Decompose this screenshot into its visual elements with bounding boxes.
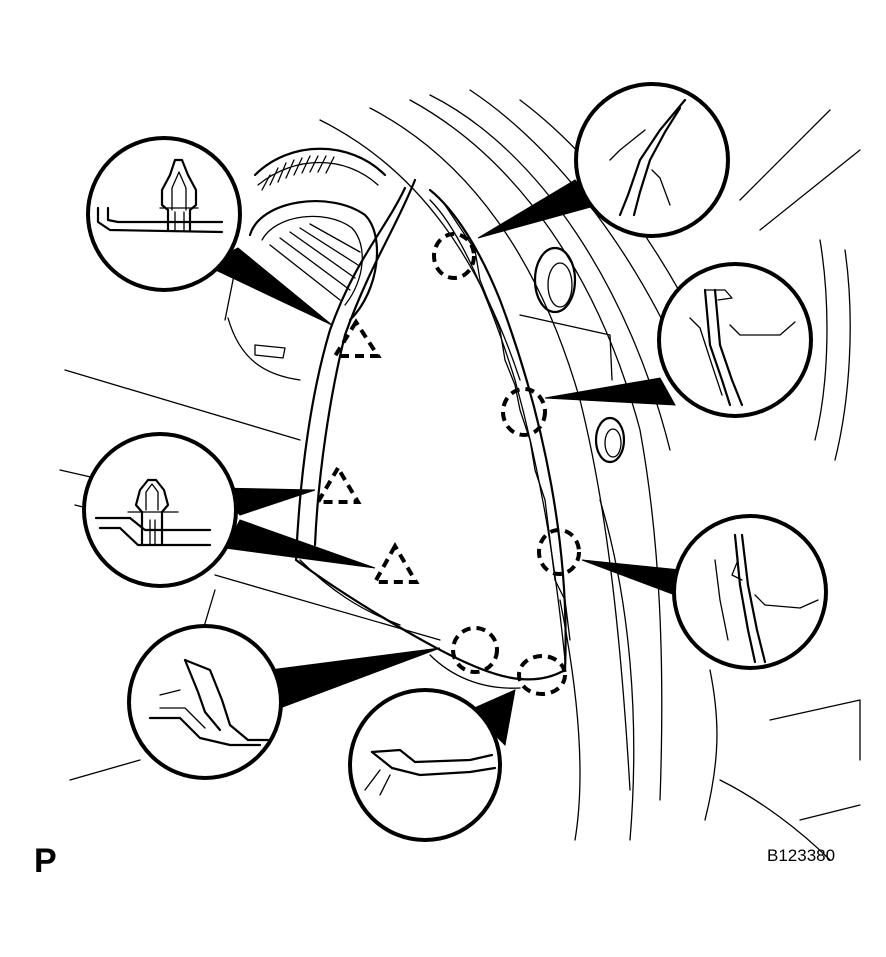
clip-marker-triangle <box>331 318 382 358</box>
callout-claw-bottom <box>348 688 516 842</box>
callout-clip-upper-left <box>86 136 333 326</box>
claw-marker-circle <box>432 232 476 280</box>
background-line-art <box>59 89 861 861</box>
callout-claw-lower-left <box>127 624 441 780</box>
clip-marker-triangle <box>314 464 362 504</box>
claw-marker-circle <box>517 654 567 696</box>
claw-icon <box>689 288 796 407</box>
callout-claw-middle-right <box>544 262 813 418</box>
callout-clip-middle-left <box>82 432 376 588</box>
clip-marker-triangle <box>371 541 420 584</box>
claw-icon <box>148 658 270 747</box>
callout-claw-upper-right <box>477 82 730 239</box>
claw-marker-circle <box>501 387 547 437</box>
claw-icon <box>609 98 687 217</box>
claw-marker-circle <box>537 528 581 576</box>
claw-icon <box>364 748 497 796</box>
claw-marker-circle <box>451 626 499 674</box>
claw-icon <box>714 533 819 664</box>
clip-icon <box>96 158 224 234</box>
view-letter: P <box>34 842 57 880</box>
figure-code: B123380 <box>767 846 836 865</box>
callout-claw-lower-right <box>581 514 828 670</box>
clip-icon <box>94 478 212 547</box>
fastener-markers <box>314 232 581 696</box>
